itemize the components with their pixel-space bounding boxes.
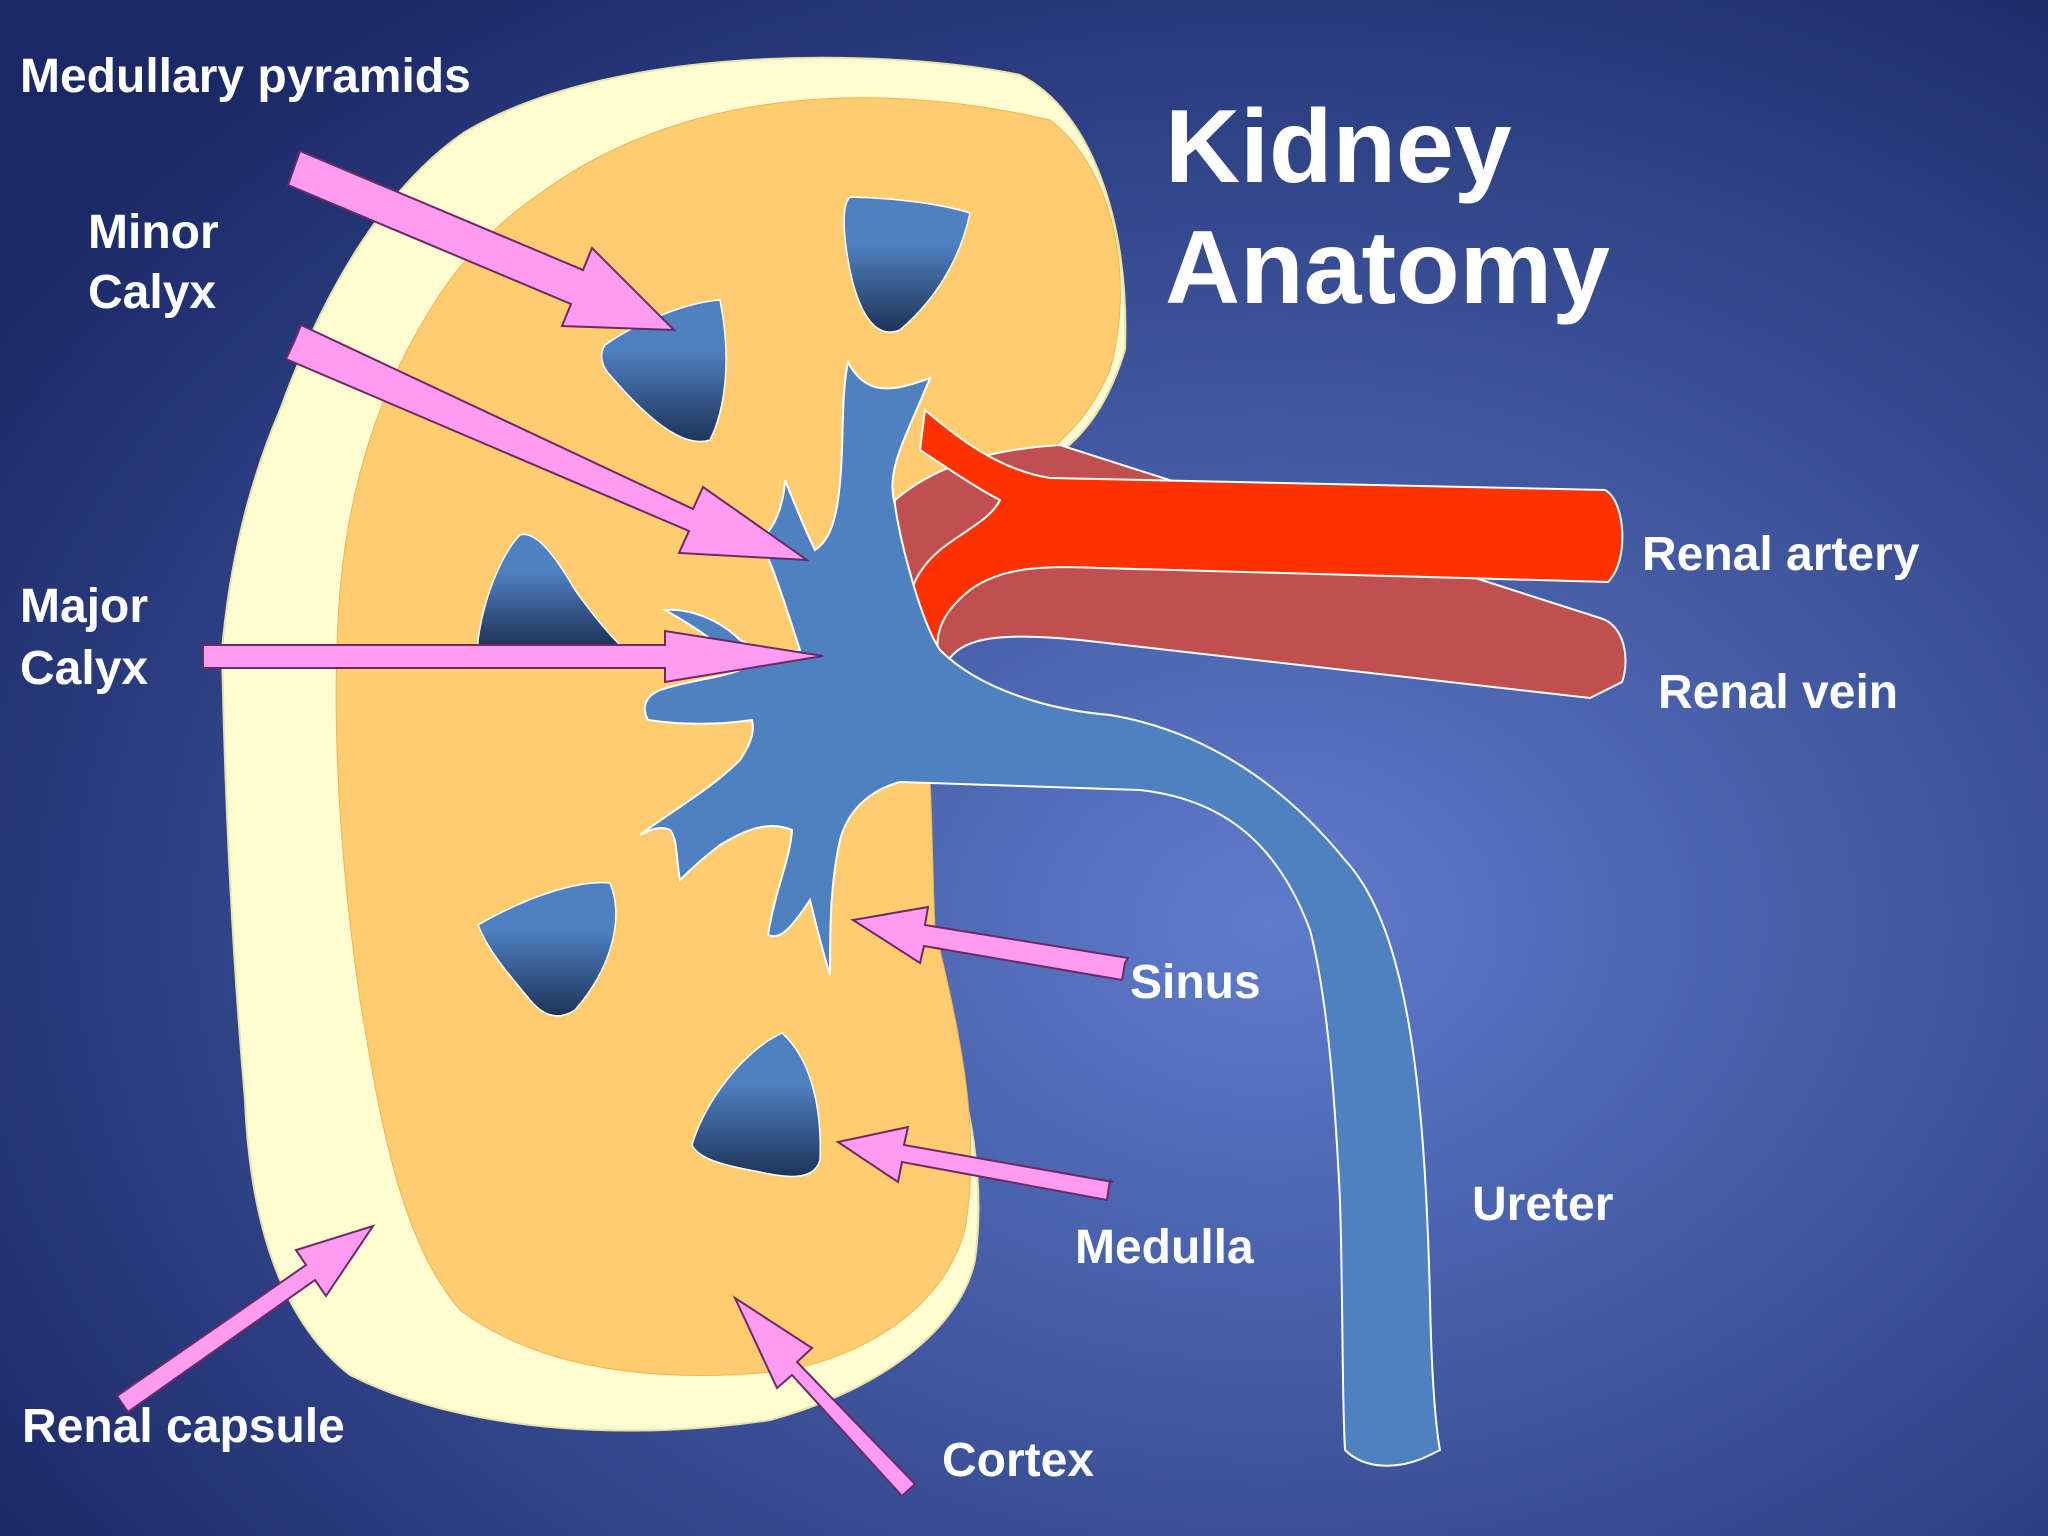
title-line-2: Anatomy bbox=[1165, 210, 1610, 326]
title-line-1: Kidney bbox=[1165, 89, 1512, 205]
medullary-pyramid-3 bbox=[477, 533, 622, 646]
label-cortex: Cortex bbox=[942, 1434, 1094, 1487]
renal-artery-shape bbox=[907, 408, 1624, 654]
arrow-to-renal-capsule bbox=[115, 1224, 376, 1414]
arrow-to-major-calyx bbox=[202, 629, 824, 684]
medullary-pyramid-4 bbox=[477, 881, 617, 1017]
arrow-to-medulla bbox=[835, 1125, 1114, 1202]
medullary-pyramid-1 bbox=[843, 196, 971, 333]
arrow-to-medullary-pyramids bbox=[286, 149, 677, 332]
label-major-calyx-line-2: Calyx bbox=[20, 642, 148, 695]
label-renal-capsule: Renal capsule bbox=[22, 1400, 345, 1453]
label-ureter: Ureter bbox=[1472, 1178, 1613, 1231]
label-renal-vein: Renal vein bbox=[1658, 666, 1898, 719]
arrow-to-cortex bbox=[732, 1295, 917, 1498]
label-medullary-pyramids: Medullary pyramids bbox=[20, 50, 471, 103]
label-minor-calyx-line-1: Minor bbox=[88, 206, 219, 259]
label-renal-artery: Renal artery bbox=[1642, 528, 1920, 581]
arrow-to-minor-calyx bbox=[284, 323, 811, 562]
label-sinus: Sinus bbox=[1130, 956, 1261, 1009]
medullary-pyramid-2 bbox=[600, 299, 727, 443]
label-major-calyx-line-1: Major bbox=[20, 580, 148, 633]
renal-pelvis-ureter-shape bbox=[639, 359, 1442, 1467]
medullary-pyramid-5 bbox=[691, 1032, 821, 1178]
label-medulla: Medulla bbox=[1075, 1221, 1254, 1274]
label-minor-calyx-line-2: Calyx bbox=[88, 266, 216, 319]
arrow-to-sinus bbox=[850, 905, 1130, 982]
